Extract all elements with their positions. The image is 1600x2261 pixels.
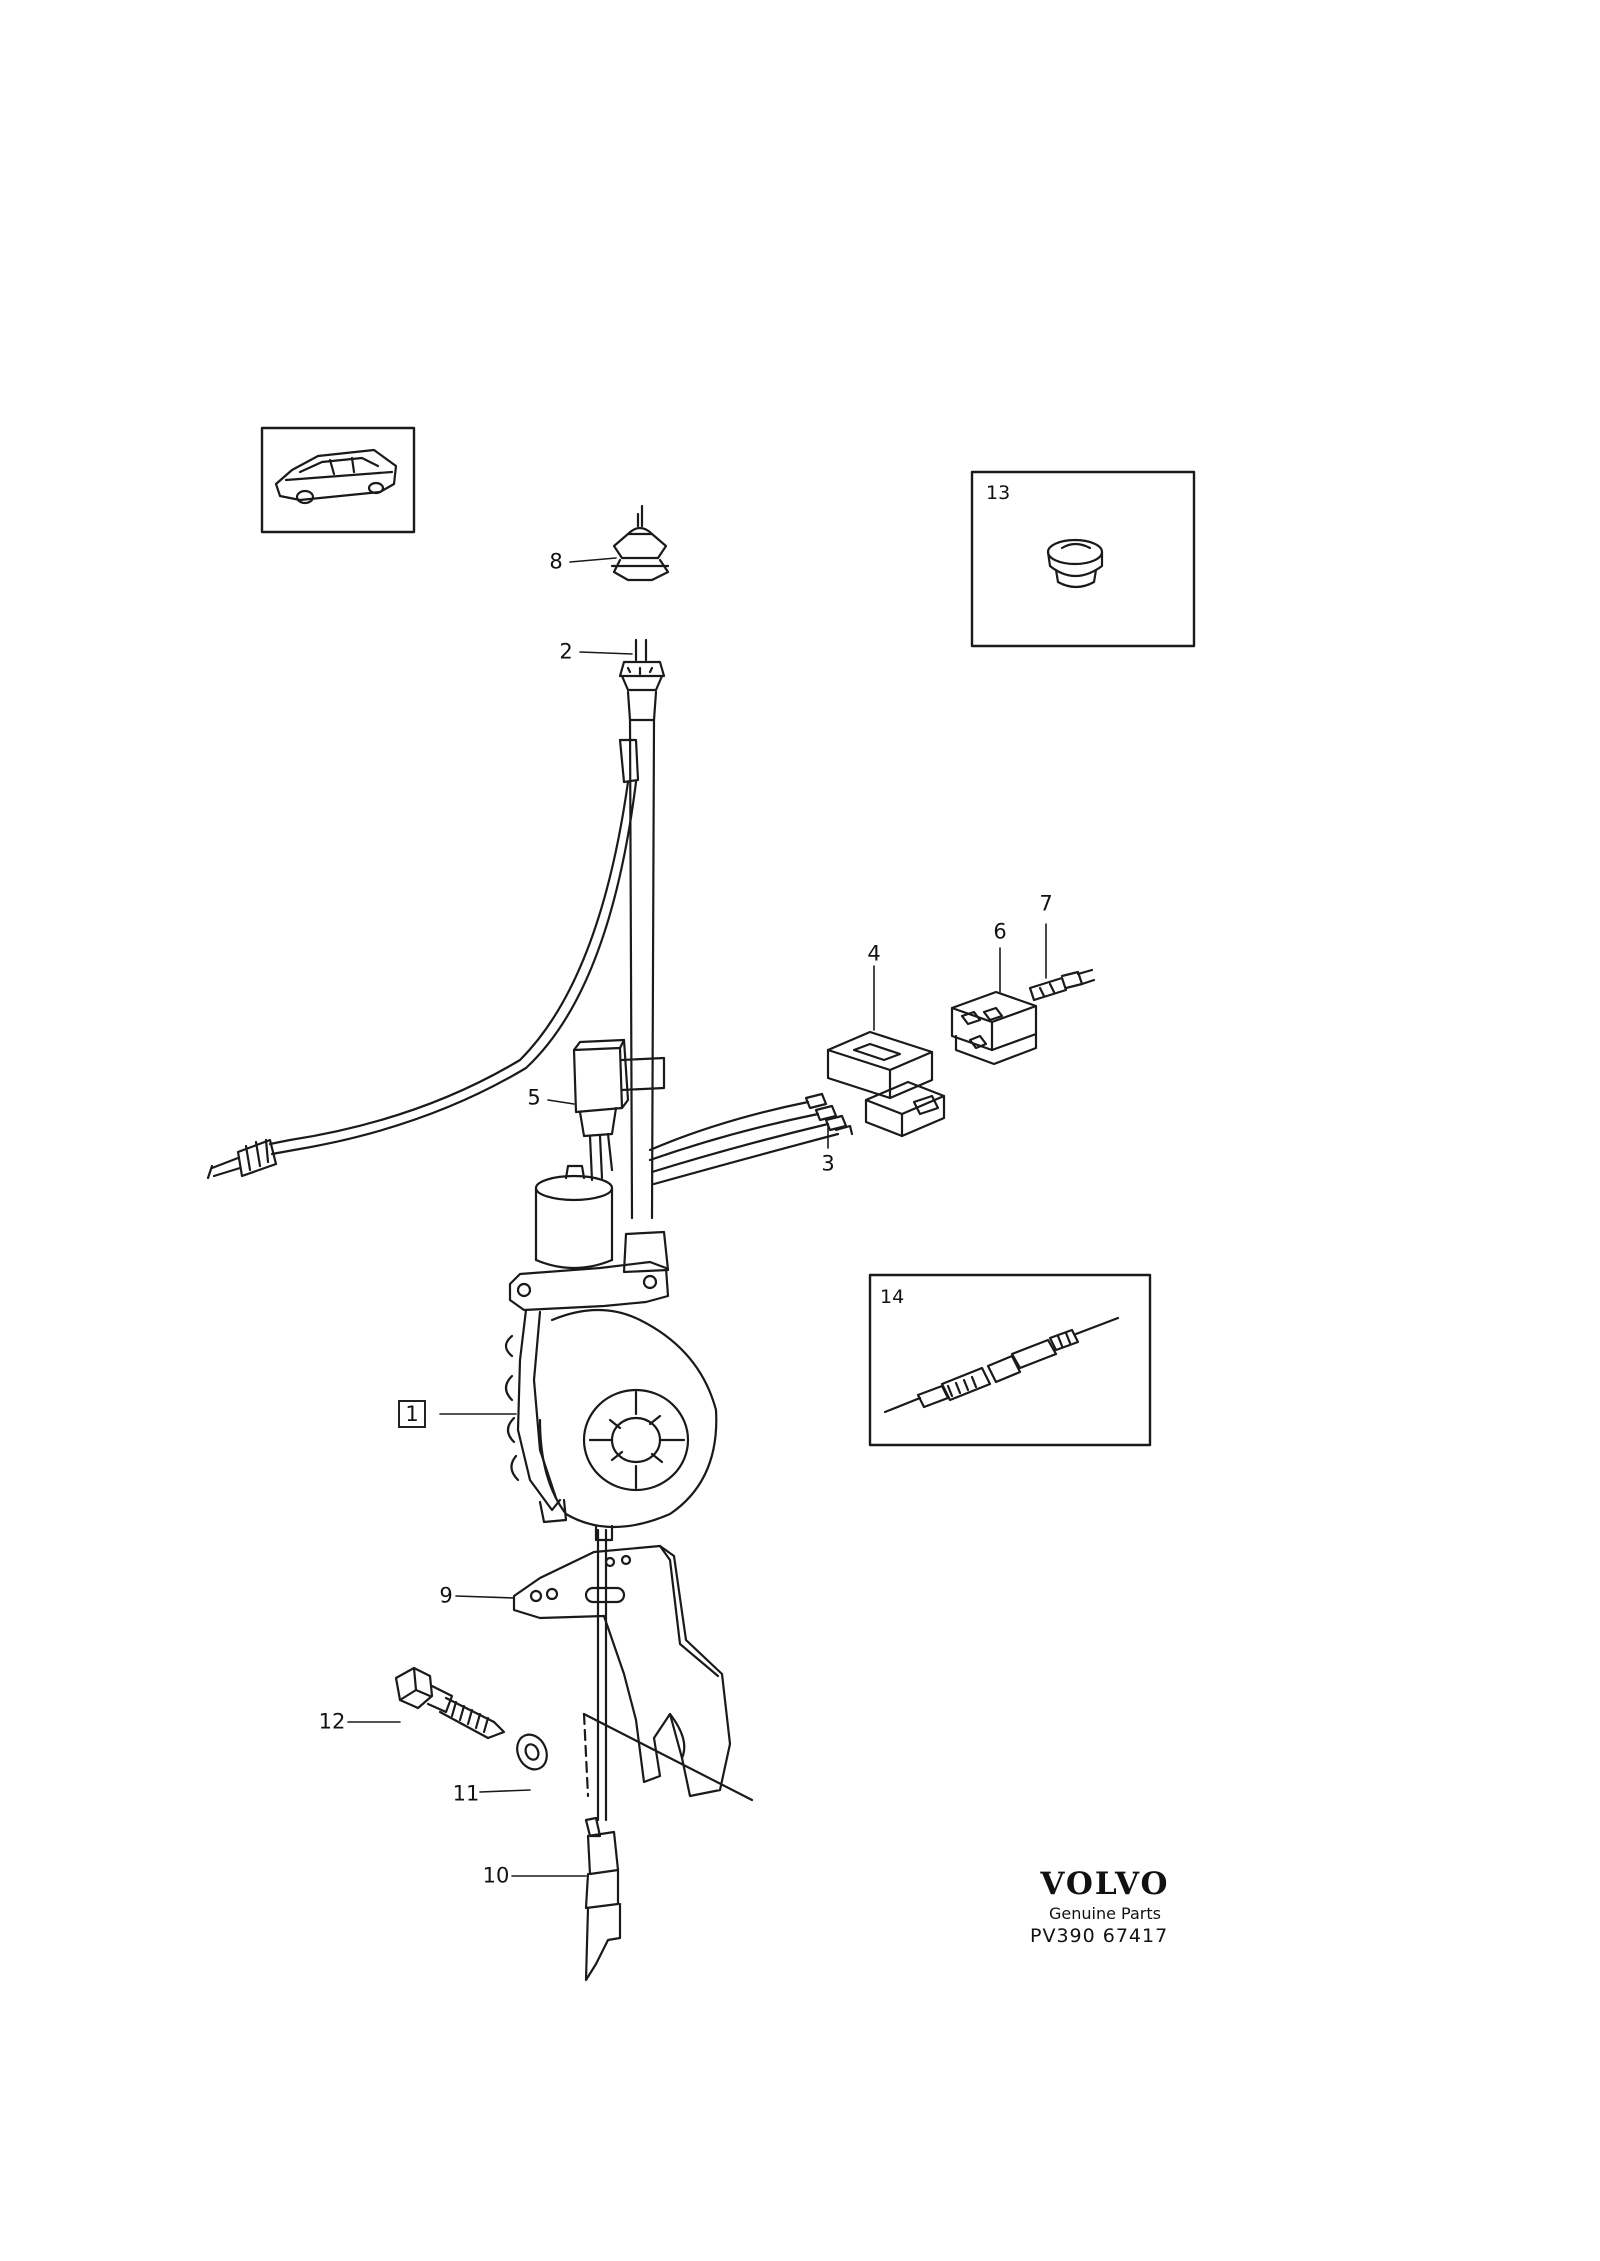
part-1-motor bbox=[504, 1164, 718, 1542]
part-13-inset bbox=[970, 470, 1196, 648]
part-12-bolt bbox=[394, 1666, 506, 1740]
antenna-mast bbox=[620, 690, 670, 1274]
callout-13: 13 bbox=[986, 482, 1011, 504]
leader-lines bbox=[347, 557, 1047, 1877]
callout-10: 10 bbox=[482, 1863, 510, 1888]
callout-14: 14 bbox=[880, 1286, 905, 1308]
adapter-cable-icon bbox=[883, 1316, 1120, 1414]
callout-12: 12 bbox=[318, 1709, 346, 1734]
guide-line bbox=[582, 1712, 754, 1802]
vehicle-inset bbox=[260, 426, 416, 534]
part-9-bracket bbox=[512, 1544, 732, 1798]
part-6-connector bbox=[950, 990, 1038, 1066]
callout-11: 11 bbox=[452, 1781, 480, 1806]
part-2-nut bbox=[618, 638, 666, 692]
diagram-code: PV390 67417 bbox=[1030, 1925, 1169, 1947]
brand-logo: VOLVO bbox=[1040, 1866, 1170, 1902]
part-5-plug bbox=[572, 1038, 630, 1182]
callout-7: 7 bbox=[1039, 891, 1053, 916]
brand-block: VOLVO Genuine Parts PV390 67417 bbox=[1030, 1866, 1220, 1947]
part-11-washer bbox=[516, 1733, 548, 1771]
callout-2: 2 bbox=[559, 639, 573, 664]
part-7-terminal bbox=[1028, 968, 1096, 1002]
callout-1: 1 bbox=[398, 1400, 426, 1428]
part-14-inset bbox=[868, 1273, 1152, 1447]
part-4-connector bbox=[826, 1030, 946, 1138]
car-icon bbox=[274, 448, 398, 505]
callout-4: 4 bbox=[867, 941, 881, 966]
coax-cable bbox=[206, 738, 640, 1180]
part-10-tube bbox=[584, 1528, 622, 1982]
callout-6: 6 bbox=[993, 919, 1007, 944]
callout-9: 9 bbox=[439, 1583, 453, 1608]
brand-subtitle: Genuine Parts bbox=[1049, 1904, 1161, 1923]
callout-8: 8 bbox=[549, 549, 563, 574]
callout-5: 5 bbox=[527, 1085, 541, 1110]
part-8-grommet bbox=[610, 504, 670, 582]
grommet-icon bbox=[1046, 538, 1104, 589]
callout-3: 3 bbox=[821, 1151, 835, 1176]
